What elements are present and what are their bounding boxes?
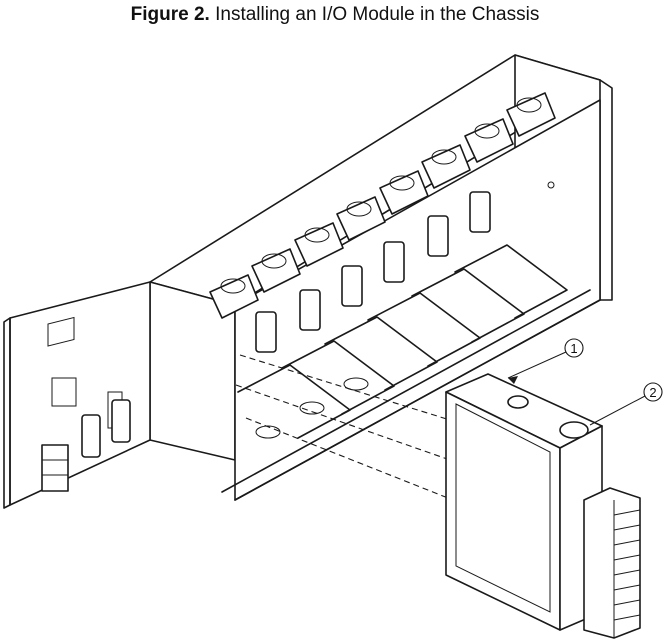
callout-1: 1 <box>507 338 584 384</box>
backplane-connectors <box>255 191 491 353</box>
slot-rails <box>237 244 568 439</box>
io-module <box>445 373 641 639</box>
slot-latch-1 <box>209 274 259 319</box>
terminal-block <box>583 487 641 639</box>
figure-caption: Figure 2. Installing an I/O Module in th… <box>0 4 670 26</box>
slot-latch-7 <box>464 118 514 163</box>
insertion-guides <box>235 354 451 499</box>
slot-latch-2 <box>251 248 301 293</box>
callout-2-label: 2 <box>649 385 656 400</box>
controller-panel <box>3 281 151 509</box>
slot-latch-6 <box>421 144 471 189</box>
callout-1-label: 1 <box>570 341 577 356</box>
slot-latch-8 <box>506 92 556 137</box>
module-release-button <box>559 421 589 439</box>
slot-latches <box>209 92 556 319</box>
callout-2: 2 <box>589 382 663 426</box>
figure-label: Figure 2. <box>130 4 210 25</box>
slot-latch-3 <box>294 222 344 267</box>
slot-latch-4 <box>336 196 386 241</box>
figure-title: Installing an I/O Module in the Chassis <box>215 4 540 25</box>
slot-latch-5 <box>379 170 429 215</box>
module-latch <box>507 395 529 409</box>
